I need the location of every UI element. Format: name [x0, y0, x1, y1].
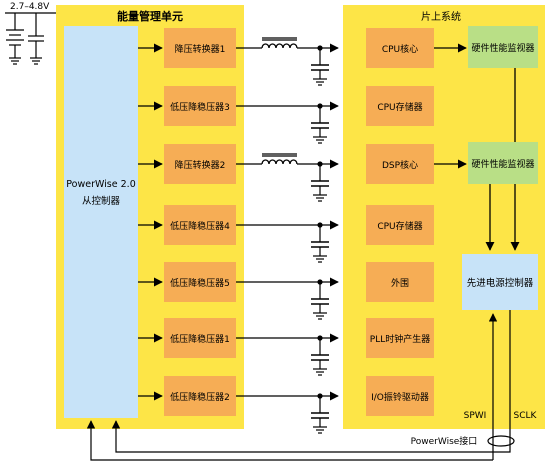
load-label: PLL时钟产生器 [370, 333, 430, 345]
controller-label-line1: PowerWise 2.0 [66, 179, 135, 190]
hardware-monitor-2 [468, 142, 538, 184]
ldo-regulator-box [164, 205, 236, 245]
powerwise-slave-controller [64, 26, 138, 418]
supply-voltage-label: 2.7–4.8V [10, 2, 50, 12]
advanced-power-controller [462, 254, 538, 310]
inductor-symbol [261, 43, 298, 49]
load-label: I/O振铃驱动器 [371, 391, 429, 403]
ldo-regulator-box [164, 262, 236, 302]
regulator-label: 低压降稳压器5 [170, 277, 230, 289]
regulator-label: 降压转换器2 [175, 159, 226, 171]
powerwise-interface-wiring [86, 310, 515, 461]
ldo-regulator-box [164, 318, 236, 358]
hardware-monitor-1 [468, 26, 538, 68]
sclk-label: SCLK [514, 411, 538, 421]
pmu-title: 能量管理单元 [117, 9, 183, 23]
buck-converter-box [164, 28, 236, 68]
monitor-wiring [485, 68, 520, 251]
load-label: CPU核心 [382, 43, 418, 55]
inductor-symbol [261, 159, 298, 165]
load-label: 外围 [391, 277, 409, 289]
load-box [366, 318, 434, 358]
load-box [366, 144, 434, 184]
load-box [366, 262, 434, 302]
interface-bundle-ring [487, 435, 515, 447]
battery-symbol [6, 13, 24, 65]
regulator-label: 低压降稳压器2 [170, 391, 230, 403]
load-box [366, 376, 434, 416]
regulator-label: 低压降稳压器4 [170, 220, 230, 232]
ldo-regulator-box [164, 376, 236, 416]
soc-title: 片上系统 [421, 10, 461, 23]
powerwise-interface-label: PowerWise接口 [411, 435, 478, 447]
hardware-monitor-1-label: 硬件性能监视器 [471, 42, 534, 54]
regulator-label: 降压转换器1 [175, 43, 226, 55]
regulator-label: 低压降稳压器3 [170, 101, 230, 113]
load-label: CPU存储器 [377, 220, 422, 232]
spwi-label: SPWI [464, 411, 487, 421]
controller-label-line2: 从控制器 [82, 195, 121, 207]
input-capacitor-symbol [28, 13, 44, 65]
regulator-label: 低压降稳压器1 [170, 333, 230, 345]
load-label: CPU存储器 [377, 101, 422, 113]
advanced-power-controller-label: 先进电源控制器 [467, 277, 534, 289]
load-box [366, 205, 434, 245]
interface-label-bg [405, 433, 483, 447]
ldo-regulator-box [164, 86, 236, 126]
load-label: DSP核心 [382, 159, 418, 171]
load-box [366, 28, 434, 68]
buck-converter-box [164, 144, 236, 184]
load-box [366, 86, 434, 126]
hardware-monitor-2-label: 硬件性能监视器 [471, 158, 534, 170]
